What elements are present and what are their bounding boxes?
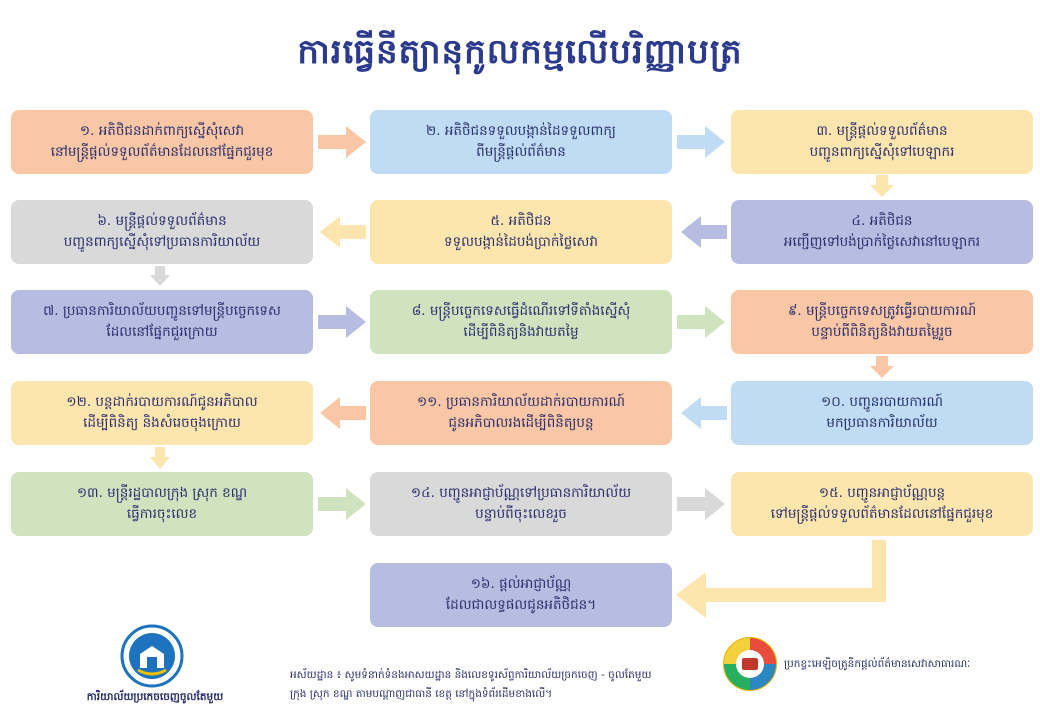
- step-2-line1: ២. អតិថិជនទទួលបង្កាន់ដៃទទួលពាក្យ: [426, 123, 616, 139]
- step-14: ១៤. បញ្ជូនអាជ្ញាប័ណ្ណទៅប្រធានការិយាល័យ ប…: [370, 472, 672, 536]
- step-8-line1: ៨. មន្ត្រីបច្ចេកទេសធ្វើដំណើរទៅទីតាំងស្នើ…: [411, 303, 631, 319]
- step-13: ១៣. មន្ត្រីរដ្ឋបាលក្រុង ស្រុក ខណ្ឌ ធ្វើក…: [11, 472, 313, 536]
- step-15: ១៥. បញ្ជូនអាជ្ញាប័ណ្ណបន្ត ទៅមន្ត្រីផ្តល់…: [731, 472, 1033, 536]
- arrow-left-icon: [320, 216, 366, 248]
- step-11: ១១. ប្រធានការិយាល័យដាក់របាយការណ៍ ជូនអភិប…: [370, 381, 672, 445]
- step-16: ១៦. ផ្តល់អាជ្ញាប័ណ្ណ ដែលជាលទ្ធផលជូនអតិថិ…: [370, 563, 672, 627]
- step-12-line1: ១២. បន្តដាក់របាយការណ៍ជូនអភិបាល: [66, 394, 258, 410]
- step-5: ៥. អតិថិជន ទទួលបង្កាន់ដៃបង់ប្រាក់ថ្លៃសេវ…: [370, 200, 672, 264]
- step-3-line2: បញ្ជូនពាក្យស្នើសុំទៅបេឡាករ: [809, 144, 955, 160]
- step-7-line1: ៧. ប្រធានការិយាល័យបញ្ជូនទៅមន្ត្រីបច្ចេកទ…: [43, 303, 281, 319]
- step-15-line1: ១៥. បញ្ជូនអាជ្ញាប័ណ្ណបន្ត: [818, 485, 946, 501]
- step-7: ៧. ប្រធានការិយាល័យបញ្ជូនទៅមន្ត្រីបច្ចេកទ…: [11, 290, 313, 354]
- arrow-down-icon: [150, 266, 170, 286]
- one-window-office-logo: [120, 624, 184, 688]
- arrow-right-icon: [677, 126, 725, 158]
- arrow-right-icon: [318, 488, 366, 520]
- step-5-line2: ទទួលបង្កាន់ដៃបង់ប្រាក់ថ្លៃសេវា: [444, 234, 598, 250]
- step-12: ១២. បន្តដាក់របាយការណ៍ជូនអភិបាល ដើម្បីពិន…: [11, 381, 313, 445]
- arrow-left-icon: [320, 397, 366, 429]
- arrow-right-icon: [318, 126, 366, 158]
- step-1-line1: ១. អតិថិជនដាក់ពាក្យស្នើសុំសេវា: [79, 123, 245, 139]
- step-3-line1: ៣. មន្ត្រីផ្តល់ទទួលព័ត៌មាន: [816, 123, 948, 139]
- step-16-line1: ១៦. ផ្តល់អាជ្ញាប័ណ្ណ: [470, 576, 572, 592]
- left-logo-caption: ការិយាល័យប្រកេចចេញចូលតែមួយ: [86, 691, 224, 703]
- arrow-down-icon: [870, 356, 894, 378]
- arrow-left-icon: [681, 397, 727, 429]
- step-4-line2: អញ្ជើញទៅបង់ប្រាក់ថ្លៃសេវានៅបេឡាករ: [783, 234, 981, 250]
- arrow-right-icon: [677, 488, 725, 520]
- arrow-left-icon: [681, 216, 727, 248]
- step-16-line2: ដែលជាលទ្ធផលជូនអតិថិជន។: [445, 597, 597, 613]
- step-9: ៩. មន្ត្រីបច្ចេកទេសត្រូវធ្វើរបាយការណ៍ បន…: [731, 290, 1033, 354]
- right-logo-caption: ប្រកខ្វះអេឡិចត្រូនិកផ្តល់ព័ត៌មានសេវាសាធា…: [784, 658, 971, 670]
- step-6: ៦. មន្ត្រីផ្តល់ទទួលព័ត៌មាន បញ្ជូនពាក្យស្…: [11, 200, 313, 264]
- step-9-line1: ៩. មន្ត្រីបច្ចេកទេសត្រូវធ្វើរបាយការណ៍: [787, 303, 977, 319]
- step-9-line2: បន្ទាប់ពីពិនិត្យនិងវាយតម្លៃរួច: [811, 324, 953, 340]
- arrow-right-icon: [677, 306, 725, 338]
- step-6-line2: បញ្ជូនពាក្យស្នើសុំទៅប្រធានការិយាល័យ: [63, 234, 261, 250]
- arrow-down-icon: [150, 447, 170, 469]
- page-title: ការធ្វើនីត្យានុកូលកម្មលើបរិញ្ញាបត្រ: [297, 32, 743, 72]
- step-1-line2: នៅមន្ត្រីផ្តល់ទទួលព័ត៌មានដែលនៅផ្នែកជួរមុ…: [50, 144, 274, 160]
- step-10-line2: មកប្រធានការិយាល័យ: [826, 415, 938, 431]
- step-14-line2: បន្ទាប់ពីចុះលេខរួច: [475, 506, 567, 522]
- step-10-line1: ១០. បញ្ជូនរបាយការណ៍: [821, 394, 943, 410]
- step-2: ២. អតិថិជនទទួលបង្កាន់ដៃទទួលពាក្យ ពីមន្ត្…: [370, 110, 672, 174]
- step-11-line1: ១១. ប្រធានការិយាល័យដាក់របាយការណ៍: [416, 394, 626, 410]
- footer-address-line1: អស័យដ្ឋាន ៖ សូមទំនាក់ទំនងអាសយដ្ឋាន និងលេ…: [290, 669, 652, 681]
- step-14-line1: ១៤. បញ្ជូនអាជ្ញាប័ណ្ណទៅប្រធានការិយាល័យ: [410, 485, 632, 501]
- step-1: ១. អតិថិជនដាក់ពាក្យស្នើសុំសេវា នៅមន្ត្រី…: [11, 110, 313, 174]
- step-11-line2: ជូនអភិបាលរងដើម្បីពិនិត្យបន្ត: [448, 415, 594, 431]
- step-15-line2: ទៅមន្ត្រីផ្តល់ទទួលព័ត៌មានដែលនៅផ្នែកជួរមុ…: [770, 506, 994, 522]
- footer-address-line2: ក្រុង ស្រុក ខណ្ឌ តាមបណ្តាញជាធានី ខេត្ត ន…: [290, 688, 553, 700]
- step-6-line1: ៦. មន្ត្រីផ្តល់ទទួលព័ត៌មាន: [97, 213, 227, 229]
- step-12-line2: ដើម្បីពិនិត្យ និងសំរេចចុងក្រោយ: [83, 415, 241, 431]
- step-5-line1: ៥. អតិថិជន: [490, 213, 552, 229]
- step-13-line1: ១៣. មន្ត្រីរដ្ឋបាលក្រុង ស្រុក ខណ្ឌ: [76, 485, 248, 501]
- arrow-elbow-left-icon: [676, 540, 886, 618]
- step-10: ១០. បញ្ជូនរបាយការណ៍ មកប្រធានការិយាល័យ: [731, 381, 1033, 445]
- e-public-service-logo: [723, 637, 777, 691]
- footer-address: អស័យដ្ឋាន ៖ សូមទំនាក់ទំនងអាសយដ្ឋាន និងលេ…: [290, 666, 700, 704]
- step-4: ៤. អតិថិជន អញ្ជើញទៅបង់ប្រាក់ថ្លៃសេវានៅបេ…: [731, 200, 1033, 264]
- step-3: ៣. មន្ត្រីផ្តល់ទទួលព័ត៌មាន បញ្ជូនពាក្យស្…: [731, 110, 1033, 174]
- step-4-line1: ៤. អតិថិជន: [851, 213, 913, 229]
- step-8: ៨. មន្ត្រីបច្ចេកទេសធ្វើដំណើរទៅទីតាំងស្នើ…: [370, 290, 672, 354]
- arrow-right-icon: [318, 306, 366, 338]
- step-13-line2: ធ្វើការចុះលេខ: [126, 506, 198, 522]
- step-2-line2: ពីមន្ត្រីផ្តល់ព័ត៌មាន: [476, 144, 566, 160]
- step-8-line2: ដើម្បីពិនិត្យនិងវាយតម្លៃ: [463, 324, 579, 340]
- arrow-down-icon: [870, 175, 894, 197]
- step-7-line2: ដែលនៅផ្នែកជួរក្រោយ: [106, 324, 218, 340]
